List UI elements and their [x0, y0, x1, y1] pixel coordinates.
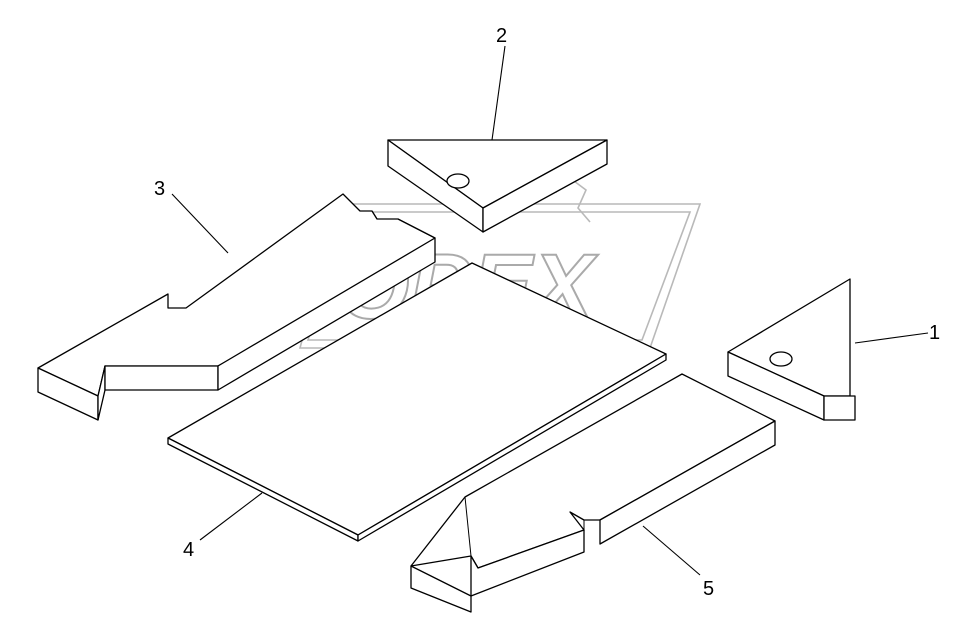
- leader-4: [199, 492, 263, 541]
- leader-5: [642, 525, 701, 576]
- callout-labels: 2 3 1 4 5: [154, 25, 940, 600]
- leader-1: [854, 332, 929, 344]
- part-4-flat-plate: [167, 262, 667, 542]
- part-2-triangle-block: [387, 139, 608, 233]
- part-2-hole: [446, 173, 470, 189]
- callout-4: 4: [183, 539, 194, 561]
- leader-3: [171, 193, 229, 254]
- leader-lines: [171, 45, 929, 576]
- part-3-notched-bar: [37, 193, 436, 421]
- part-1-triangle-block: [727, 278, 856, 421]
- part-1-hole: [769, 351, 793, 367]
- callout-2: 2: [496, 25, 507, 47]
- callout-3: 3: [154, 178, 165, 200]
- callout-5: 5: [703, 578, 714, 600]
- callout-1: 1: [929, 322, 940, 344]
- part-5-notched-bar: [410, 373, 776, 613]
- leader-2: [491, 45, 506, 141]
